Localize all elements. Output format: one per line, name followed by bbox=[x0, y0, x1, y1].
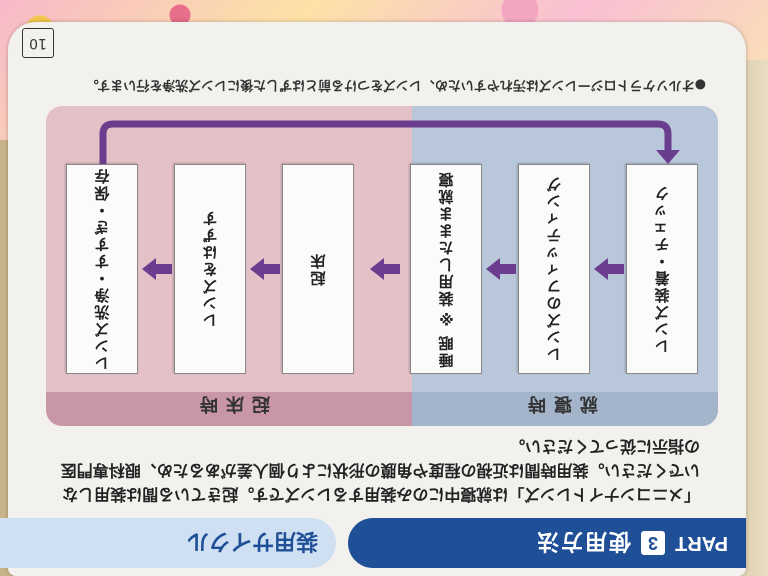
part-badge: PART 3 使用方法 bbox=[348, 518, 746, 568]
arrow-right-icon bbox=[250, 258, 280, 280]
step-label: レンズ装着・チェック bbox=[653, 184, 672, 354]
intro-paragraph: 「メニコンナイトレンズ」は就寝中にのみ装用するレンズです。起きている間は装用しな… bbox=[60, 437, 700, 504]
page-header: PART 3 使用方法 装用サイクル bbox=[0, 518, 746, 576]
step-card: レンズ洗浄・すすぎ・保存 bbox=[66, 164, 138, 374]
step-label: 睡眠 ※装用したまま就寝 bbox=[437, 170, 456, 368]
part-title: 使用方法 bbox=[535, 529, 632, 554]
step-card: 起床 bbox=[282, 164, 354, 374]
arrow-right-icon bbox=[594, 258, 624, 280]
zone-bedtime-label: 就寝時 bbox=[520, 393, 598, 414]
section-title-text: 装用サイクル bbox=[187, 529, 318, 554]
arrow-right-icon bbox=[370, 258, 400, 280]
section-title: 装用サイクル bbox=[0, 518, 336, 568]
step-label: レンズをはずす bbox=[201, 209, 220, 329]
zone-wakeup-label: 起床時 bbox=[192, 393, 270, 414]
arrow-right-icon bbox=[486, 258, 516, 280]
part-number: 3 bbox=[641, 531, 666, 555]
part-label: PART bbox=[675, 532, 728, 555]
arrow-right-icon bbox=[142, 258, 172, 280]
page-number: 10 bbox=[22, 28, 54, 58]
step-card: 睡眠 ※装用したまま就寝 bbox=[410, 164, 482, 374]
step-label: レンズのフィッティング bbox=[545, 175, 564, 363]
step-card: レンズのフィッティング bbox=[518, 164, 590, 374]
booklet-page: PART 3 使用方法 装用サイクル 「メニコンナイトレンズ」は就寝中にのみ装用… bbox=[0, 22, 746, 576]
step-card: レンズをはずす bbox=[174, 164, 246, 374]
step-label: レンズ洗浄・すすぎ・保存 bbox=[93, 167, 112, 371]
footnote: ●オルソケラトロジーレンズは汚れやすいため、レンズをつける前とはずした後にレンズ… bbox=[85, 77, 706, 92]
cycle-diagram: 就寝時 起床時 レンズ装着・チェック レンズのフィッティング 睡眠 ※装用したま… bbox=[46, 106, 718, 426]
step-label: 起床 bbox=[309, 252, 328, 286]
step-card: レンズ装着・チェック bbox=[626, 164, 698, 374]
cycle-return-arrow bbox=[99, 120, 680, 164]
